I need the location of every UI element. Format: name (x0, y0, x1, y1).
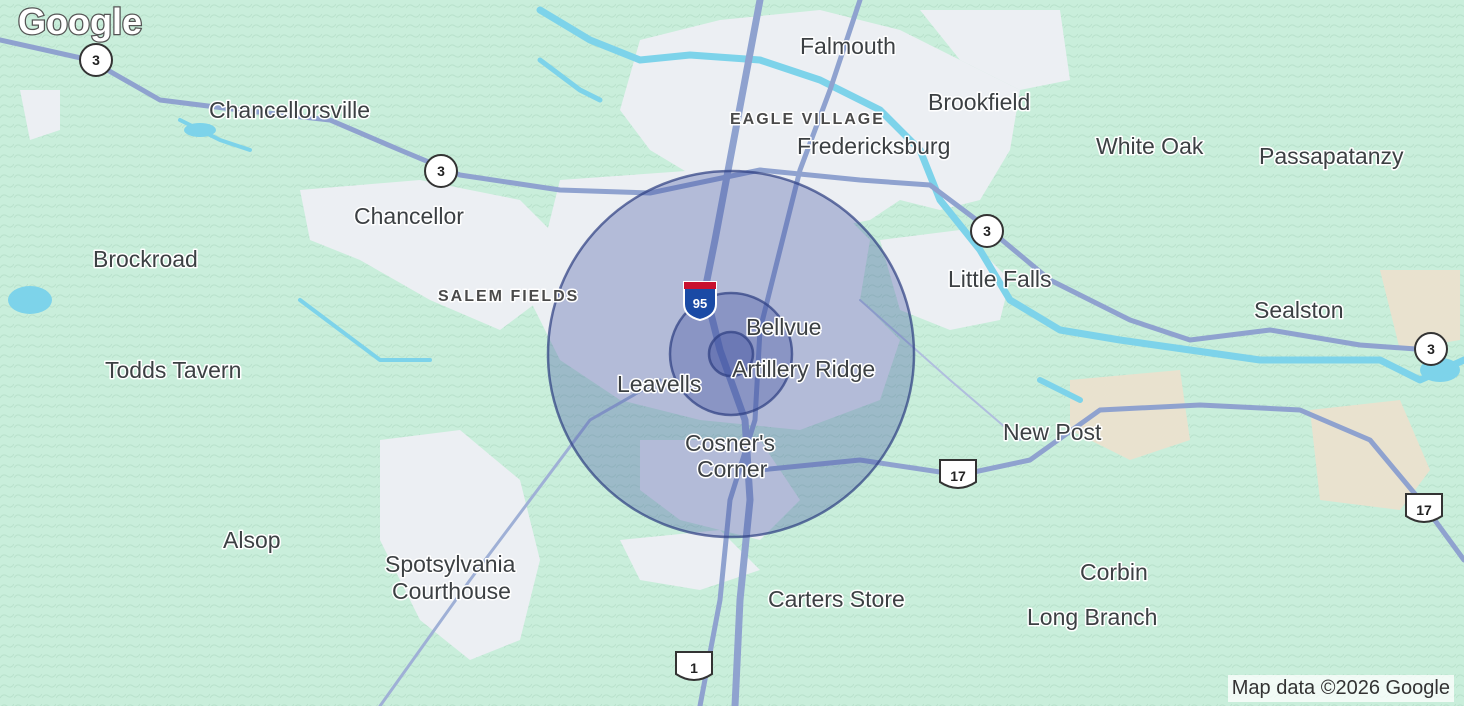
urban-falmouth (920, 10, 1070, 90)
label-eagle-village: EAGLE VILLAGE (730, 111, 885, 128)
shield-us-17-a: 17 (939, 459, 977, 489)
label-chancellor: Chancellor (354, 203, 464, 229)
urban-spotsylvania (380, 430, 540, 660)
rappahannock-river (536, 6, 1464, 384)
shield-us-1-label: 1 (690, 660, 698, 676)
google-logo-text: Google (18, 1, 142, 42)
shield-us-17-b-label: 17 (1416, 502, 1432, 518)
map-attribution: Map data ©2026 Google (1227, 675, 1454, 702)
label-chancellorsville: Chancellorsville (209, 97, 370, 123)
label-sealston: Sealston (1254, 297, 1344, 323)
label-todds-tavern: Todds Tavern (105, 357, 241, 383)
shield-us-17-b: 17 (1405, 493, 1443, 523)
road-se (859, 299, 1021, 441)
interstate-95 (701, 0, 764, 706)
label-brookfield: Brookfield (928, 89, 1030, 115)
shield-us-1: 1 (675, 651, 713, 681)
radius-circles[interactable] (546, 169, 916, 539)
label-white-oak: White Oak (1096, 133, 1204, 159)
label-corbin: Corbin (1080, 559, 1148, 585)
urban-patch-1 (20, 90, 60, 140)
stream-east (1037, 377, 1083, 403)
radius-middle (668, 291, 794, 417)
label-bellvue: Bellvue (746, 314, 821, 340)
shield-route-3-b-label: 3 (437, 163, 445, 179)
shield-route-3-a-label: 3 (92, 52, 100, 68)
label-salem-fields: SALEM FIELDS (438, 288, 579, 305)
label-little-falls: Little Falls (948, 266, 1052, 292)
shield-interstate-95-label: 95 (693, 296, 707, 311)
urban-chancellor (300, 180, 560, 330)
shield-route-3-b: 3 (424, 154, 458, 188)
radius-inner (707, 330, 755, 378)
water (178, 6, 1464, 403)
urban-cosners (640, 440, 800, 540)
shield-route-3-c-label: 3 (983, 223, 991, 239)
label-alsop: Alsop (223, 527, 281, 553)
label-artillery-ridge: Artillery Ridge (732, 356, 875, 382)
urban-southeast (880, 230, 1010, 330)
label-leavells: Leavells (617, 371, 701, 397)
us-17 (757, 402, 1464, 563)
google-logo: Google (17, 0, 144, 43)
label-cosners-corner-line2: Corner (697, 456, 768, 482)
river-west (537, 57, 603, 103)
label-cosners-corner-line1: Cosner's (685, 430, 775, 456)
place-labels: Falmouth EAGLE VILLAGE Brookfield Freder… (92, 32, 1406, 632)
label-falmouth: Falmouth (800, 33, 896, 59)
label-new-post: New Post (1003, 419, 1102, 445)
shield-route-3-c: 3 (970, 214, 1004, 248)
label-spotsylvania-line2: Courthouse (392, 578, 511, 604)
label-brockroad: Brockroad (93, 246, 198, 272)
us-1 (697, 0, 863, 706)
shield-interstate-95: 95 (683, 281, 717, 322)
water-bodies (8, 123, 1460, 382)
farmland (1070, 270, 1460, 510)
shield-route-3-a: 3 (79, 43, 113, 77)
label-fredericksburg: Fredericksburg (797, 133, 950, 159)
road-sw (378, 378, 662, 706)
radius-outer (546, 169, 916, 539)
label-spotsylvania-line1: Spotsylvania (385, 551, 516, 577)
label-long-branch: Long Branch (1027, 604, 1157, 630)
label-passapatanzy: Passapatanzy (1259, 143, 1404, 169)
shield-route-3-d: 3 (1414, 332, 1448, 366)
shield-route-3-d-label: 3 (1427, 341, 1435, 357)
route-3-west (0, 37, 1433, 353)
stream-west (298, 298, 432, 362)
label-carters-store: Carters Store (768, 586, 905, 612)
shield-us-17-a-label: 17 (950, 468, 966, 484)
